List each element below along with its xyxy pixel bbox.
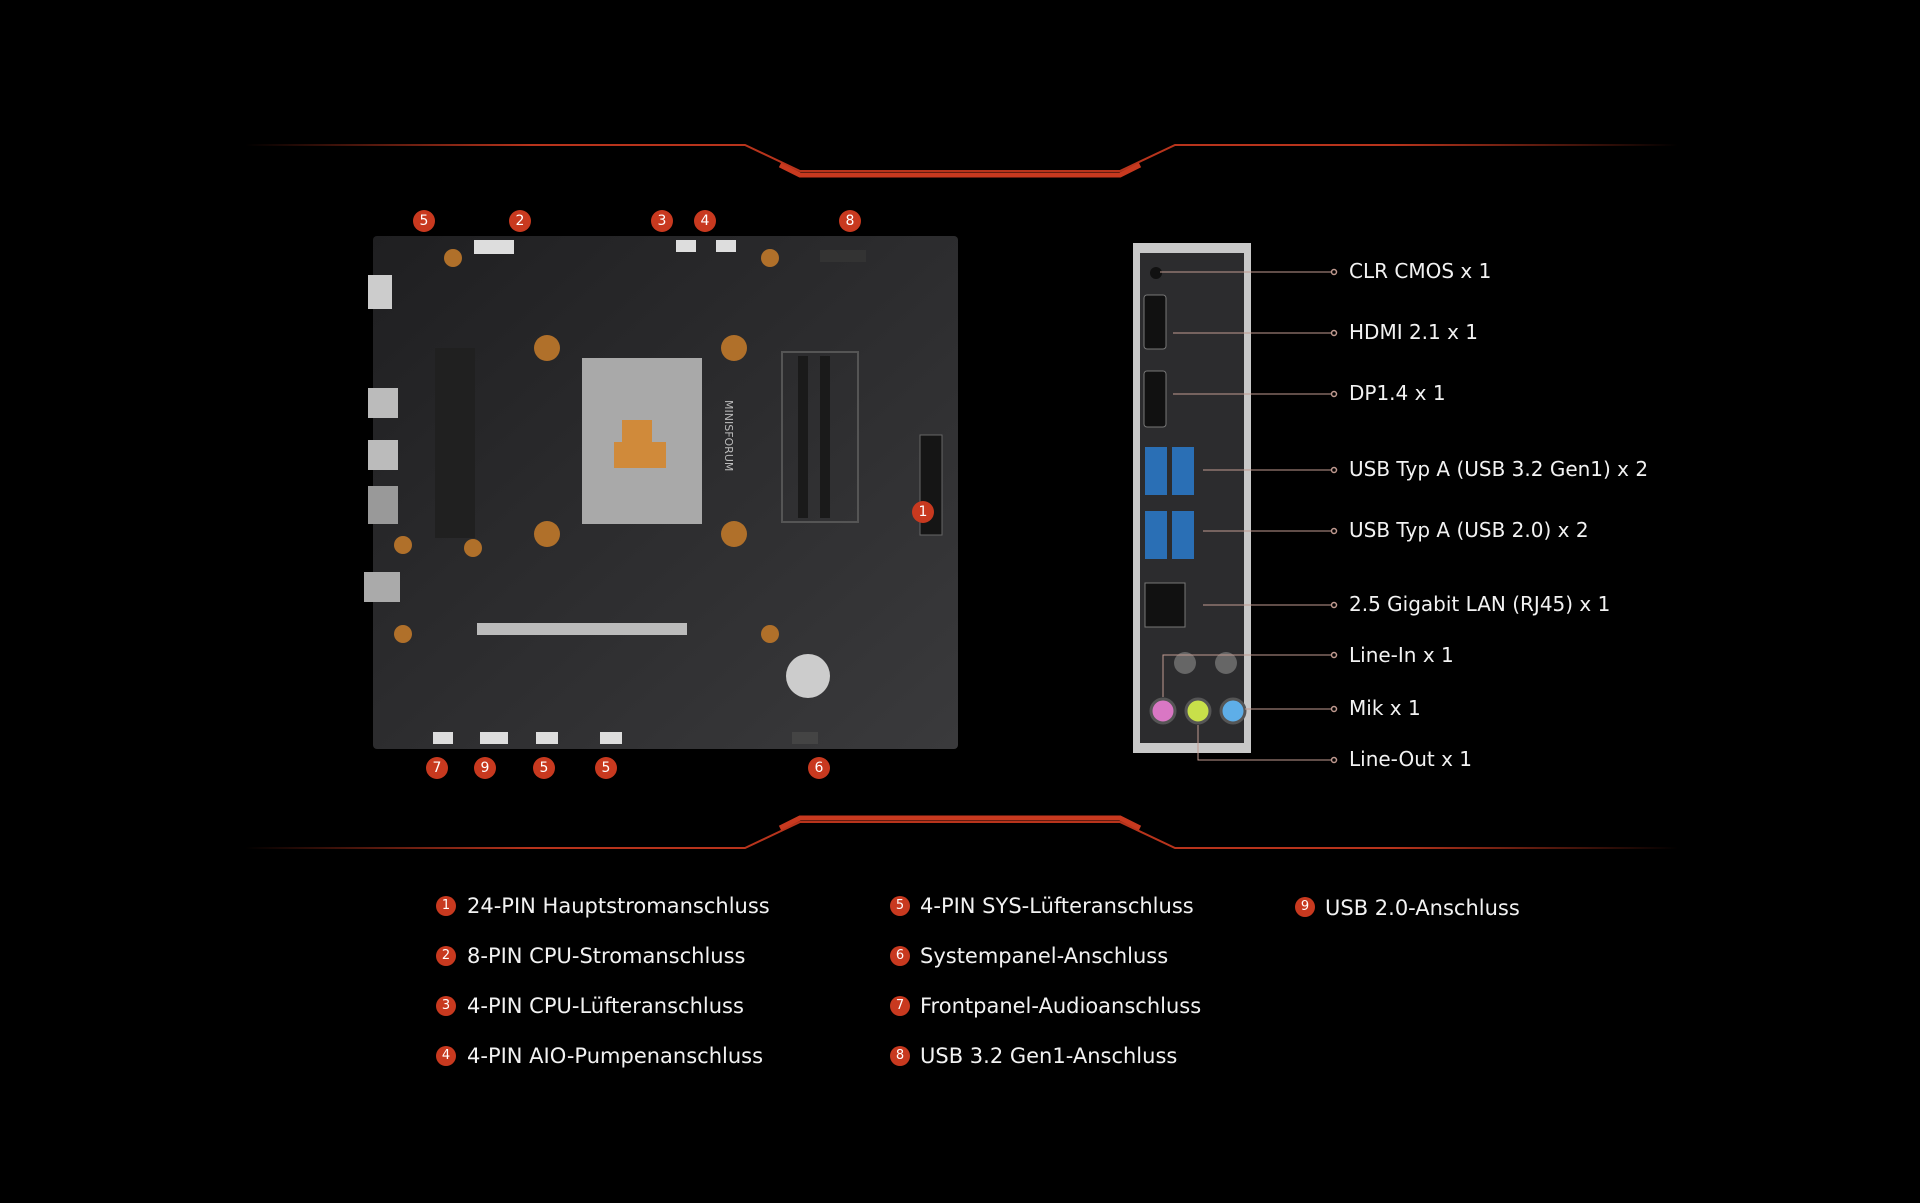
legend-badge: 1 [436,896,456,916]
board-brand-text: MINISFORUM [722,400,735,471]
board-marker: 5 [533,757,555,779]
io-label-line-in: Line-In x 1 [1349,643,1454,667]
board-marker: 1 [912,501,934,523]
board-marker: 2 [509,210,531,232]
legend-badge: 5 [890,896,910,916]
board-marker: 6 [808,757,830,779]
io-label-line-out: Line-Out x 1 [1349,747,1472,771]
legend-item: 4-PIN CPU-Lüfteranschluss [467,994,744,1018]
legend-item: Frontpanel-Audioanschluss [920,994,1202,1018]
board-marker: 9 [474,757,496,779]
board-marker: 3 [651,210,673,232]
io-label-clr-cmos: CLR CMOS x 1 [1349,259,1492,283]
board-marker: 8 [839,210,861,232]
legend-item: USB 3.2 Gen1-Anschluss [920,1044,1178,1068]
io-label-lan: 2.5 Gigabit LAN (RJ45) x 1 [1349,592,1611,616]
legend-item: 24-PIN Hauptstromanschluss [467,894,770,918]
board-marker: 7 [426,757,448,779]
io-label-usb32: USB Typ A (USB 3.2 Gen1) x 2 [1349,457,1649,481]
io-panel-image [1133,243,1338,764]
top-divider [245,144,1678,172]
legend-badge: 3 [436,996,456,1016]
legend-item: 4-PIN SYS-Lüfteranschluss [920,894,1194,918]
io-label-mic: Mik x 1 [1349,696,1421,720]
legend-badge: 4 [436,1046,456,1066]
legend-badge: 6 [890,946,910,966]
legend-badge: 8 [890,1046,910,1066]
legend-badge: 2 [436,946,456,966]
board-marker: 4 [694,210,716,232]
legend-badge: 9 [1295,897,1315,917]
motherboard-image: MINISFORUM [364,236,958,749]
io-label-dp: DP1.4 x 1 [1349,381,1446,405]
board-marker: 5 [413,210,435,232]
legend-item: 8-PIN CPU-Stromanschluss [467,944,746,968]
bottom-divider [245,821,1678,849]
legend-item: USB 2.0-Anschluss [1325,896,1520,920]
io-label-usb20: USB Typ A (USB 2.0) x 2 [1349,518,1589,542]
board-marker: 5 [595,757,617,779]
legend-badge: 7 [890,996,910,1016]
legend-item: 4-PIN AIO-Pumpenanschluss [467,1044,764,1068]
legend-item: Systempanel-Anschluss [920,944,1169,968]
io-label-hdmi: HDMI 2.1 x 1 [1349,320,1479,344]
